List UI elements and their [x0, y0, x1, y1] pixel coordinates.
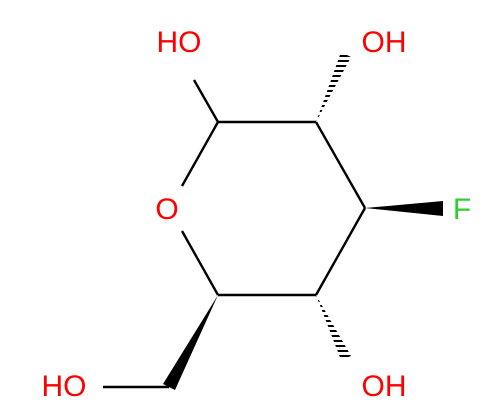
label-oh-c4: OH [362, 370, 407, 403]
hashed-wedge-c4-oh [316, 295, 351, 360]
stereo-bond-layer [163, 52, 443, 390]
bond-c2-c3 [314, 121, 367, 209]
bond-layer [180, 79, 367, 297]
bond-o-ring-c1 [180, 121, 220, 187]
label-fluorine: F [453, 193, 471, 226]
bond-c5-o-ring [180, 230, 220, 296]
label-ho-hydroxymethyl: HO [42, 370, 87, 403]
bond-c3-c4 [314, 207, 367, 296]
label-oh-anomeric: HO [157, 26, 202, 59]
wedge-c3-f [365, 201, 443, 216]
hashed-wedge-c2-oh [316, 52, 351, 122]
label-ring-oxygen: O [155, 193, 178, 226]
bond-c1-oh [192, 79, 220, 123]
label-oh-c2: OH [362, 26, 407, 59]
atom-labels: HO OH F O OH HO [42, 26, 472, 403]
wedge-c5-ch2 [163, 295, 218, 390]
